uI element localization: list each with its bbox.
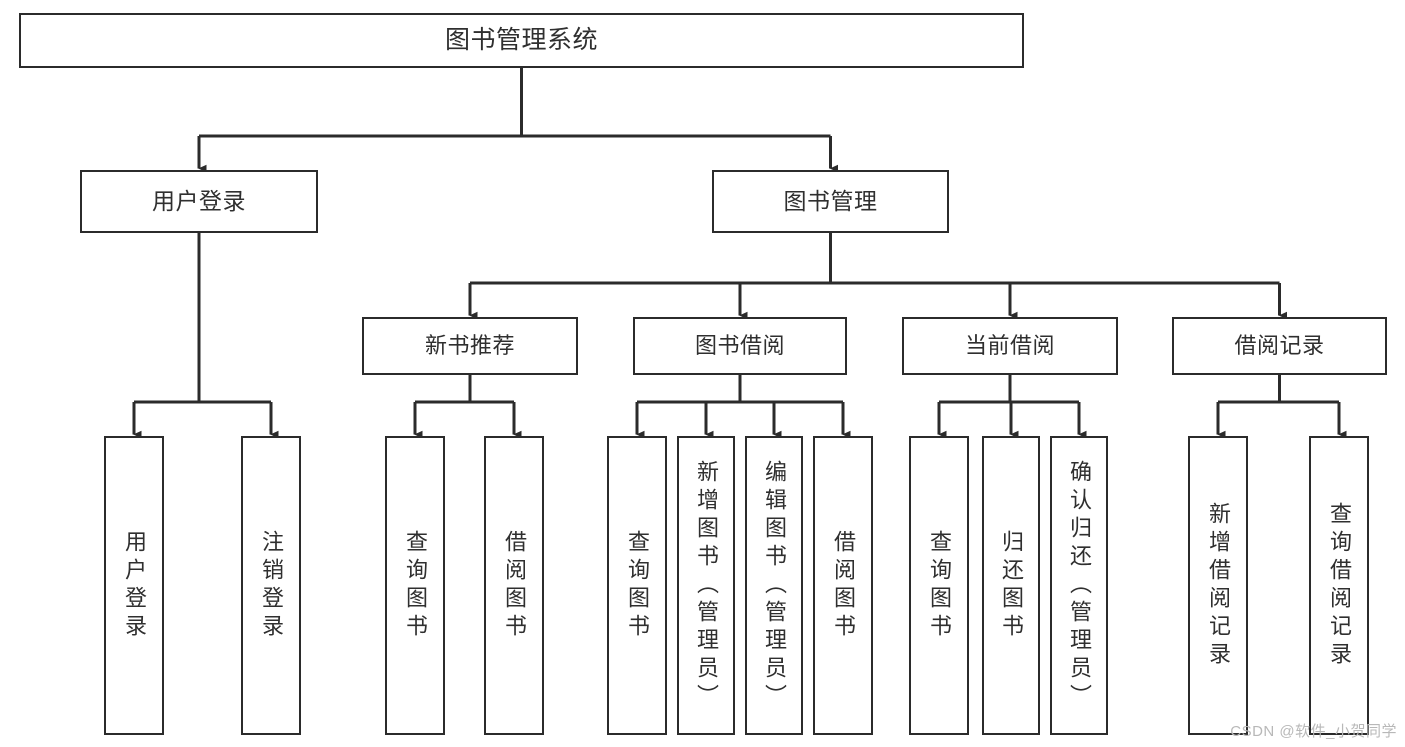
leaf-borrow-book-1: 借阅图书 (484, 436, 544, 735)
leaf-query-borrow-record: 查询借阅记录 (1309, 436, 1369, 735)
leaf-query-book-1: 查询图书 (385, 436, 445, 735)
node-new-book-recommend: 新书推荐 (362, 317, 578, 375)
leaf-edit-book: 编辑图书（管理员） (745, 436, 803, 735)
leaf-borrow-book-1-label: 借阅图书 (502, 529, 527, 642)
node-user-login: 用户登录 (80, 170, 318, 233)
csdn-watermark: CSDN @软件_小贺同学 (1230, 723, 1397, 740)
node-user-login-label: 用户登录 (152, 188, 246, 215)
leaf-query-book-1-label: 查询图书 (403, 529, 428, 642)
leaf-borrow-book-2-label: 借阅图书 (831, 529, 856, 642)
node-root: 图书管理系统 (19, 13, 1024, 68)
node-root-label: 图书管理系统 (444, 26, 598, 55)
leaf-user-logout-label: 注销登录 (259, 529, 284, 642)
leaf-add-book-label: 新增图书（管理员） (694, 459, 719, 712)
leaf-query-book-3: 查询图书 (909, 436, 969, 735)
leaf-return-book: 归还图书 (982, 436, 1040, 735)
leaf-add-book: 新增图书（管理员） (677, 436, 735, 735)
node-book-manage: 图书管理 (712, 170, 949, 233)
leaf-add-borrow-record-label: 新增借阅记录 (1206, 501, 1231, 670)
leaf-user-login: 用户登录 (104, 436, 164, 735)
node-current-borrow: 当前借阅 (902, 317, 1118, 375)
edges (132, 68, 1347, 439)
leaf-query-book-3-label: 查询图书 (927, 529, 952, 642)
leaf-query-book-2-label: 查询图书 (625, 529, 650, 642)
node-book-borrow: 图书借阅 (633, 317, 847, 375)
node-borrow-record-label: 借阅记录 (1234, 333, 1325, 359)
node-current-borrow-label: 当前借阅 (964, 333, 1055, 359)
leaf-edit-book-label: 编辑图书（管理员） (762, 459, 787, 712)
leaf-user-login-label: 用户登录 (122, 529, 147, 642)
leaf-return-book-label: 归还图书 (999, 529, 1024, 642)
leaf-user-logout: 注销登录 (241, 436, 301, 735)
leaf-confirm-return: 确认归还（管理员） (1050, 436, 1108, 735)
leaf-query-borrow-record-label: 查询借阅记录 (1327, 501, 1352, 670)
node-new-book-recommend-label: 新书推荐 (424, 333, 515, 359)
node-borrow-record: 借阅记录 (1172, 317, 1387, 375)
leaf-query-book-2: 查询图书 (607, 436, 667, 735)
leaf-borrow-book-2: 借阅图书 (813, 436, 873, 735)
node-book-borrow-label: 图书借阅 (694, 333, 785, 359)
leaf-confirm-return-label: 确认归还（管理员） (1067, 459, 1092, 712)
node-book-manage-label: 图书管理 (783, 188, 878, 215)
leaf-add-borrow-record: 新增借阅记录 (1188, 436, 1248, 735)
